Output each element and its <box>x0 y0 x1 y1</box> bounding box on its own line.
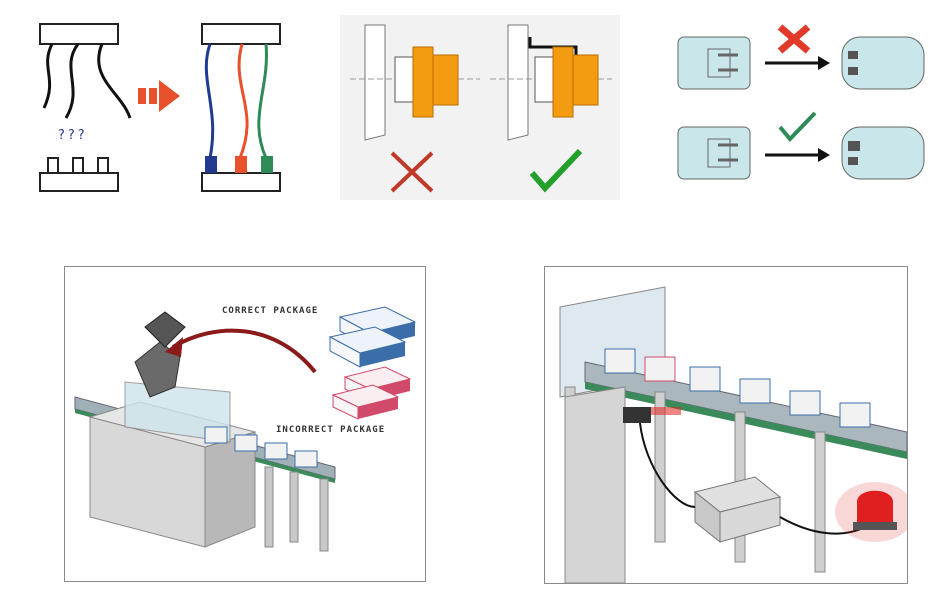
controller-unit-icon <box>693 476 782 544</box>
incorrect-package-icon <box>331 366 412 420</box>
correct-package-icon <box>328 306 417 368</box>
check-mark-icon <box>529 148 583 193</box>
alarm-light-icon <box>835 482 915 542</box>
plug-left-bottom <box>677 126 751 180</box>
check-mark-icon <box>778 111 817 142</box>
socket-right-top <box>841 36 925 90</box>
correct-package-label: CORRECT PACKAGE <box>222 306 319 316</box>
flange-alignment-diagram <box>340 15 620 200</box>
plug-orientation-diagram <box>677 24 925 180</box>
package-check-illustration <box>74 306 417 552</box>
wiring-diagram <box>39 23 281 192</box>
cross-mark-icon <box>777 24 811 54</box>
package-check-panel <box>64 266 426 582</box>
cross-mark-icon <box>390 151 434 193</box>
socket-right-bottom <box>841 126 925 180</box>
conveyor-packages <box>204 426 318 468</box>
sensor-line-illustration <box>559 286 915 584</box>
plug-left-top <box>677 36 751 90</box>
conveyor-packages <box>604 348 871 428</box>
sensor-line-panel <box>544 266 915 584</box>
photo-sensor-icon <box>623 407 681 423</box>
arrow-right-icon <box>138 80 180 112</box>
question-marks: ??? <box>58 128 88 143</box>
incorrect-package-label: INCORRECT PACKAGE <box>276 425 386 435</box>
